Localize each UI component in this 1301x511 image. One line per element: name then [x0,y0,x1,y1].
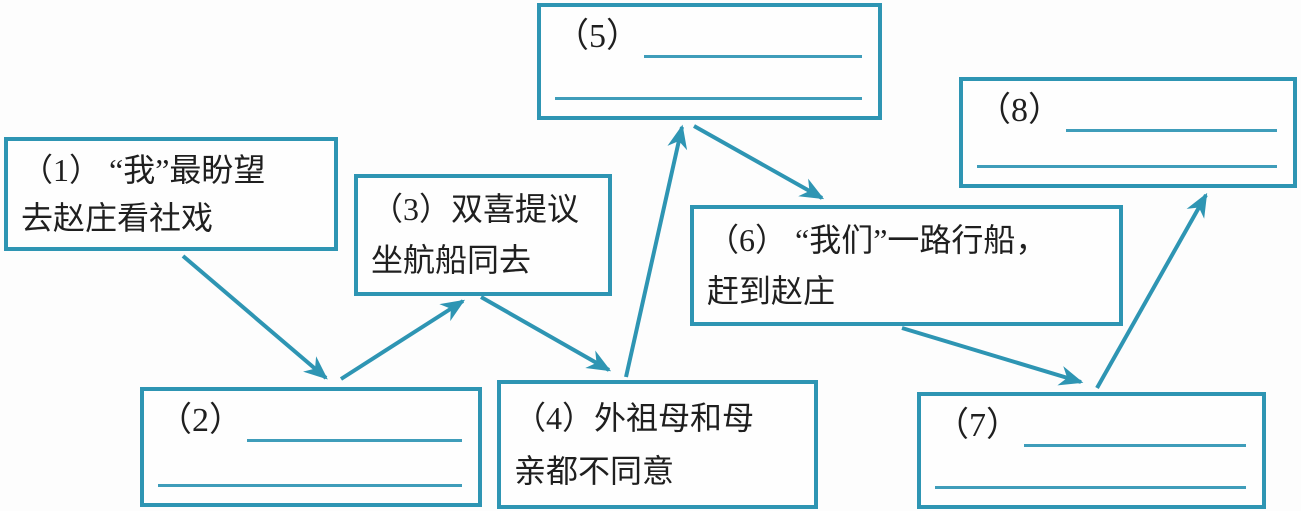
box-4-line-1: （4）外祖母和母 [514,399,755,436]
arrow-5-6 [693,124,825,200]
box-8-number: （8） [977,92,1062,129]
blank-line [1066,128,1277,132]
arrow-4-5 [624,124,688,378]
box-1-line-1: （1） “我”最盼望 [21,151,266,188]
arrow-3-4 [480,295,612,372]
flow-box-3: （3）双喜提议 坐航船同去 [354,174,612,296]
box-5-number: （5） [555,18,640,55]
flow-box-4: （4）外祖母和母 亲都不同意 [497,380,818,509]
arrow-2-3 [339,299,466,381]
flow-box-6: （6） “我们”一路行船， 赶到赵庄 [690,205,1123,326]
box-2-number: （2） [158,402,243,439]
box-7-number: （7） [935,407,1020,444]
box-6-line-2: 赶到赵庄 [707,272,836,309]
flow-box-7: （7） [917,392,1266,509]
blank-line [247,438,462,442]
flow-box-8: （8） [959,77,1297,188]
arrow-6-7 [901,326,1084,386]
blank-line [644,54,862,58]
box-3-line-2: 坐航船同去 [371,242,532,279]
blank-line [158,484,462,487]
box-1-line-2: 去赵庄看社戏 [21,199,214,236]
box-6-line-1: （6） “我们”一路行船， [707,222,1048,259]
blank-line [977,165,1277,168]
blank-line [555,97,862,100]
blank-line [1024,443,1246,447]
box-3-line-1: （3）双喜提议 [371,191,580,228]
flow-box-2: （2） [140,387,482,507]
flow-box-1: （1） “我”最盼望 去赵庄看社戏 [4,137,338,251]
box-4-line-2: 亲都不同意 [514,452,675,489]
arrow-1-2 [181,254,328,380]
flow-box-5: （5） [537,3,882,120]
blank-line [935,486,1246,489]
